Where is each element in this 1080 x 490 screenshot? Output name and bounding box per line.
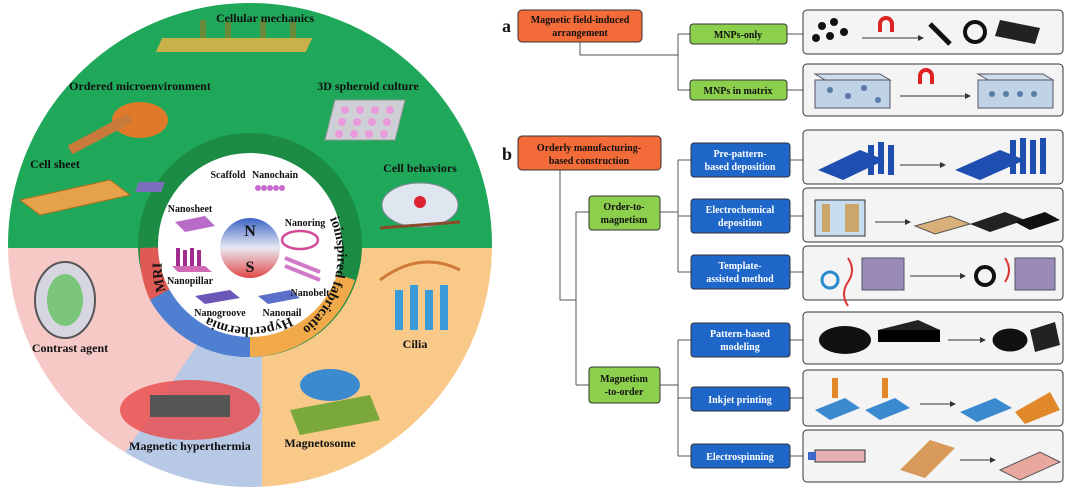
nano-label-scaffold: Scaffold [211,170,246,181]
node-magnetism-to-order [588,366,661,404]
node-pre-pattern-label-1: Pre-pattern- [713,149,766,160]
nano-label-nanosheet: Nanosheet [168,204,213,215]
node-pre-pattern [690,142,791,178]
node-inkjet-label: Inkjet printing [708,395,772,406]
label-ordered-microenvironment: Ordered microenvironment [69,79,211,93]
node-electrospinning [690,443,791,469]
mnps-only-illustration [812,16,1040,46]
node-inkjet [690,386,791,412]
magnet-icon [878,16,894,32]
cellular-mechanics-illustration [155,20,313,52]
nanonail-icon [258,290,300,304]
node-pre-pattern-label-2: based deposition [705,162,776,173]
label-cell-sheet: Cell sheet [30,157,80,171]
label-cell-behaviors: Cell behaviors [383,161,457,175]
section-b-letter: b [502,144,512,164]
node-b-root-label-1: Orderly manufacturing- [537,143,641,154]
nanoring-icon [280,229,320,251]
node-pattern-modeling [690,322,791,358]
node-magnetism-to-order-label-2: -to-order [605,387,644,398]
node-template-assisted-label-2: assisted method [706,274,774,285]
method-nodes: Pre-pattern- based deposition Electroche… [690,142,791,469]
node-electrochemical-label-1: Electrochemical [706,205,775,216]
nano-label-nanopillar: Nanopillar [167,276,214,287]
contrast-agent-illustration [34,261,96,339]
template-assisted-illustration [820,257,1056,307]
method-panels [802,129,1064,483]
cilia-illustration [379,260,461,330]
panel-mnps-only [802,9,1064,55]
cell-behaviors-illustration [379,182,461,230]
node-a-root-label-1: Magnetic field-induced [531,15,630,26]
nanobelt-icon [284,256,321,282]
node-electrospinning-label: Electrospinning [706,452,774,463]
magnet-icon [918,68,934,84]
section-a-letter: a [502,16,511,36]
nanochain-icon [255,185,285,191]
node-b-root [517,135,662,171]
node-template-assisted-label-1: Template- [719,261,762,272]
magnetosome-illustration [290,369,380,435]
mnps-in-matrix-illustration [813,68,1055,109]
node-magnetism-to-order-label-1: Magnetism [600,374,648,385]
inkjet-illustration [815,378,1060,424]
nano-label-nanochain: Nanochain [252,170,299,181]
node-mnps-only-label: MNPs-only [714,30,762,41]
node-mnps-only [689,23,788,45]
node-electrochemical-label-2: deposition [718,218,762,229]
nanostructure-icons [135,182,321,304]
cell-sheet-illustration [18,179,132,216]
pattern-modeling-illustration [819,320,1060,354]
svg-text:MRI: MRI [151,263,170,294]
label-cilia: Cilia [403,337,428,351]
label-contrast-agent: Contrast agent [32,341,108,355]
node-mnps-in-matrix [689,79,788,101]
label-3d-spheroid-culture: 3D spheroid culture [317,79,419,93]
node-pattern-modeling-label-1: Pattern-based [710,329,770,340]
label-magnetic-hyperthermia: Magnetic hyperthermia [129,439,251,453]
application-wheel: Cell fate research Bioinspired fabricati… [0,0,494,489]
scaffold-icon [135,182,165,192]
nano-label-nanoring: Nanoring [285,218,326,229]
node-order-to-magnetism-label-2: magnetism [601,215,648,226]
node-b-root-label-2: based construction [549,156,630,167]
node-template-assisted [690,254,791,290]
nano-label-nanogroove: Nanogroove [194,308,246,319]
label-cellular-mechanics: Cellular mechanics [216,11,314,25]
node-order-to-magnetism [588,195,661,231]
pre-pattern-illustration [818,138,1046,180]
nanopillar-icon [172,248,212,272]
n-pole-label: N [244,223,256,240]
nano-label-nanobelt: Nanobelt [291,288,331,299]
nanogroove-icon [195,290,240,304]
electrochemical-illustration [814,199,1060,237]
electrospinning-illustration [808,440,1062,481]
ordered-microenvironment-illustration [67,102,168,155]
node-mnps-in-matrix-label: MNPs in matrix [704,86,773,97]
node-electrochemical [690,198,791,234]
magnetic-hyperthermia-illustration [120,380,260,440]
nano-label-nanonail: Nanonail [263,308,302,319]
node-pattern-modeling-label-2: modeling [720,342,759,353]
ring-label-mri: MRI [151,263,170,294]
spheroid-culture-illustration [324,99,406,141]
fabrication-tree: a Magnetic field-induced arrangement MNP… [502,9,1064,483]
label-magnetosome: Magnetosome [284,436,356,450]
node-a-root-label-2: arrangement [552,28,608,39]
node-order-to-magnetism-label-1: Order-to- [603,202,644,213]
s-pole-label: S [246,259,255,276]
nanosheet-icon [175,216,215,232]
ns-magnet-icon [220,218,280,278]
